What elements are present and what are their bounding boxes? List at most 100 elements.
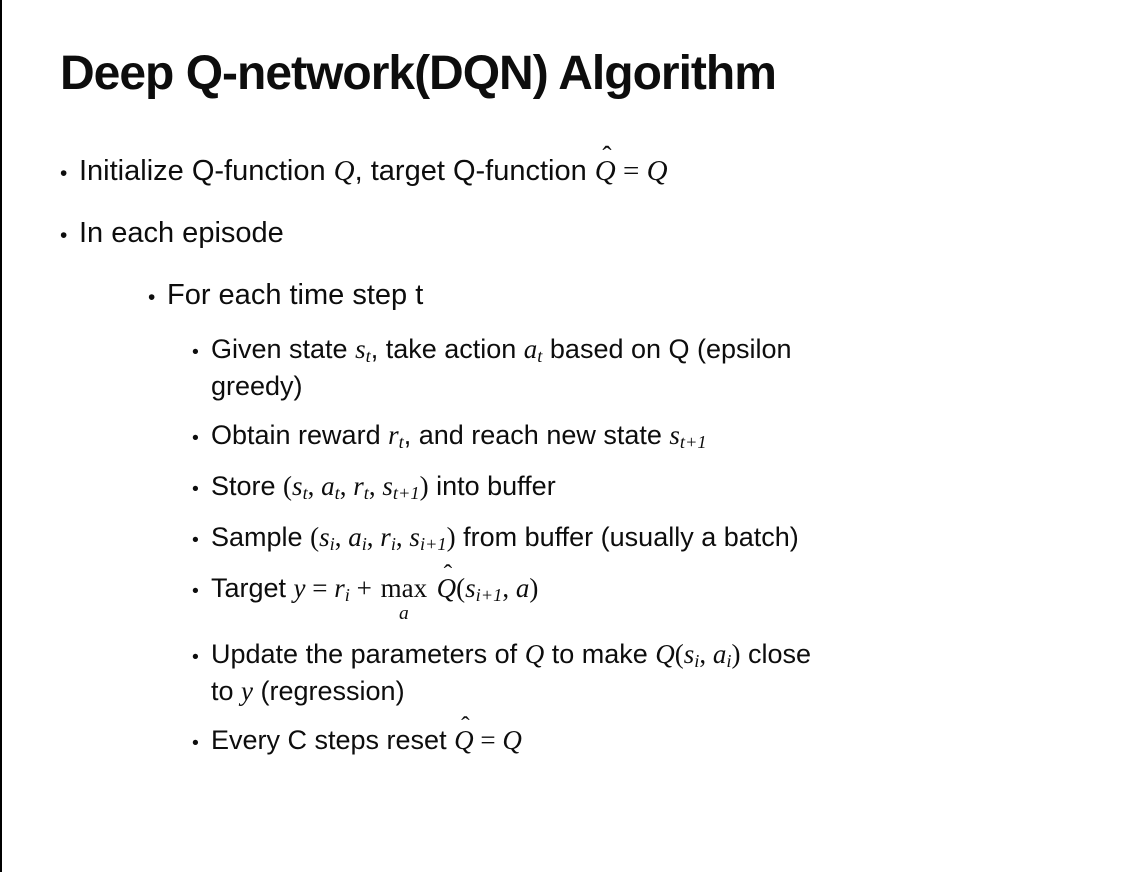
math-operator: , — [699, 639, 713, 670]
bullet-marker-icon: • — [192, 646, 199, 669]
math-operator: , — [334, 522, 349, 553]
plain-text: Given state — [211, 334, 356, 365]
math-variable: st — [355, 334, 371, 367]
math-variable: ai — [348, 522, 367, 555]
math-variable: Q — [436, 572, 457, 603]
bullet-item: • Given state st, take action at based on… — [192, 332, 1096, 404]
plain-text: (regression) — [253, 676, 405, 707]
subscript: t — [334, 483, 340, 504]
bullet-list: •Initialize Q-function Q, target Q-funct… — [60, 142, 1096, 758]
bullet-item: • In each episode — [60, 215, 1096, 253]
plain-text: Target — [211, 572, 294, 603]
plain-text: Initialize Q-function — [79, 155, 334, 188]
plain-text: close — [740, 639, 812, 670]
math-variable: y — [293, 572, 306, 603]
math-variable: ri — [334, 572, 350, 605]
math-variable: at — [321, 471, 340, 504]
under-variable: a — [399, 602, 409, 624]
math-variable: y — [241, 676, 254, 707]
left-edge-line — [0, 0, 2, 872]
plain-text: from buffer (usually a batch) — [455, 522, 799, 553]
math-operator: ) — [419, 471, 429, 502]
math-variable: si — [319, 522, 335, 555]
math-variable: si — [683, 639, 700, 672]
math-variable: Q — [454, 725, 474, 756]
math-operator: , — [307, 471, 322, 502]
bullet-marker-icon: • — [148, 285, 156, 309]
subscript: i+1 — [419, 534, 447, 555]
math-variable: Q — [646, 155, 668, 188]
math-variable: st — [292, 471, 308, 504]
bullet-text: For each time step t — [167, 277, 423, 315]
math-variable: st+1 — [669, 420, 707, 453]
math-operator: ( — [674, 639, 684, 670]
bullet-item: •Store (st, at, rt, st+1) into buffer — [192, 469, 1096, 506]
math-operator: ( — [283, 471, 293, 502]
math-operator: ( — [456, 572, 466, 603]
bullet-marker-icon: • — [192, 341, 199, 364]
bullet-text: Update the parameters of Q to make Q(si,… — [211, 637, 811, 709]
math-operator: , — [502, 572, 516, 603]
plain-text: Every C steps reset — [211, 725, 455, 756]
math-variable: Q — [333, 155, 355, 188]
math-operator: ) — [731, 639, 741, 670]
hat-accent: ˆ — [443, 558, 453, 588]
bullet-text: In each episode — [79, 215, 284, 253]
plain-text — [429, 573, 437, 603]
subscript: t+1 — [392, 483, 420, 504]
math-variable: Q — [655, 639, 675, 670]
plain-text: , target Q-function — [354, 155, 595, 188]
plain-text: into buffer — [428, 471, 556, 502]
plain-text: For each time step t — [167, 278, 424, 311]
bullet-text: Obtain reward rt, and reach new state st… — [211, 418, 707, 455]
math-variable: si+1 — [465, 572, 503, 605]
math-variable: ri — [380, 522, 396, 555]
math-operator: , — [366, 522, 381, 553]
plain-text: Store — [211, 471, 284, 502]
subscript: i — [726, 651, 732, 672]
bullet-marker-icon: • — [60, 223, 68, 247]
hat-accent: ˆ — [602, 140, 612, 172]
plain-text: , and reach new state — [403, 420, 670, 451]
bullet-text: Given state st, take action at based on … — [211, 332, 792, 404]
bullet-item: • For each time step t — [148, 277, 1096, 315]
subscript: i — [329, 534, 335, 555]
math-operator: = — [305, 572, 335, 603]
subscript: t — [537, 346, 543, 367]
plain-text: In each episode — [79, 216, 284, 249]
bullet-text: Sample (si, ai, ri, si+1) from buffer (u… — [211, 520, 799, 557]
max-operator: max — [380, 572, 428, 603]
plain-text: to make — [544, 639, 656, 670]
bullet-text: Initialize Q-function Q, target Q-functi… — [79, 142, 668, 191]
bullet-item: •Initialize Q-function Q, target Q-funct… — [60, 142, 1096, 191]
math-variable: at — [523, 334, 543, 367]
bullet-marker-icon: • — [192, 579, 199, 602]
math-variable: si+1 — [409, 522, 447, 555]
subscript: i — [390, 534, 396, 555]
bullet-item: • Obtain reward rt, and reach new state s… — [192, 418, 1096, 455]
bullet-marker-icon: • — [60, 162, 68, 186]
math-variable: Q — [594, 155, 616, 188]
slide-title: Deep Q-network(DQN) Algorithm — [60, 47, 777, 100]
plain-text: , take action — [370, 334, 524, 365]
math-variable: st+1 — [382, 471, 420, 504]
subscript: i — [344, 584, 350, 605]
math-operator: + — [349, 572, 379, 603]
hat-accent: ˆ — [461, 711, 470, 741]
plain-text: Update the parameters of — [211, 639, 525, 670]
bullet-marker-icon: • — [192, 427, 199, 450]
math-variable: a — [515, 572, 530, 603]
subscript: t — [363, 483, 369, 504]
math-variable: rt — [353, 471, 369, 504]
math-operator: ( — [310, 522, 320, 553]
subscript: i+1 — [475, 584, 503, 605]
subscript: i — [361, 534, 367, 555]
plain-text: based on Q (epsilon — [542, 334, 792, 365]
math-variable: ai — [712, 639, 732, 672]
slide: Deep Q-network(DQN) Algorithm • Initializ… — [60, 47, 1096, 758]
